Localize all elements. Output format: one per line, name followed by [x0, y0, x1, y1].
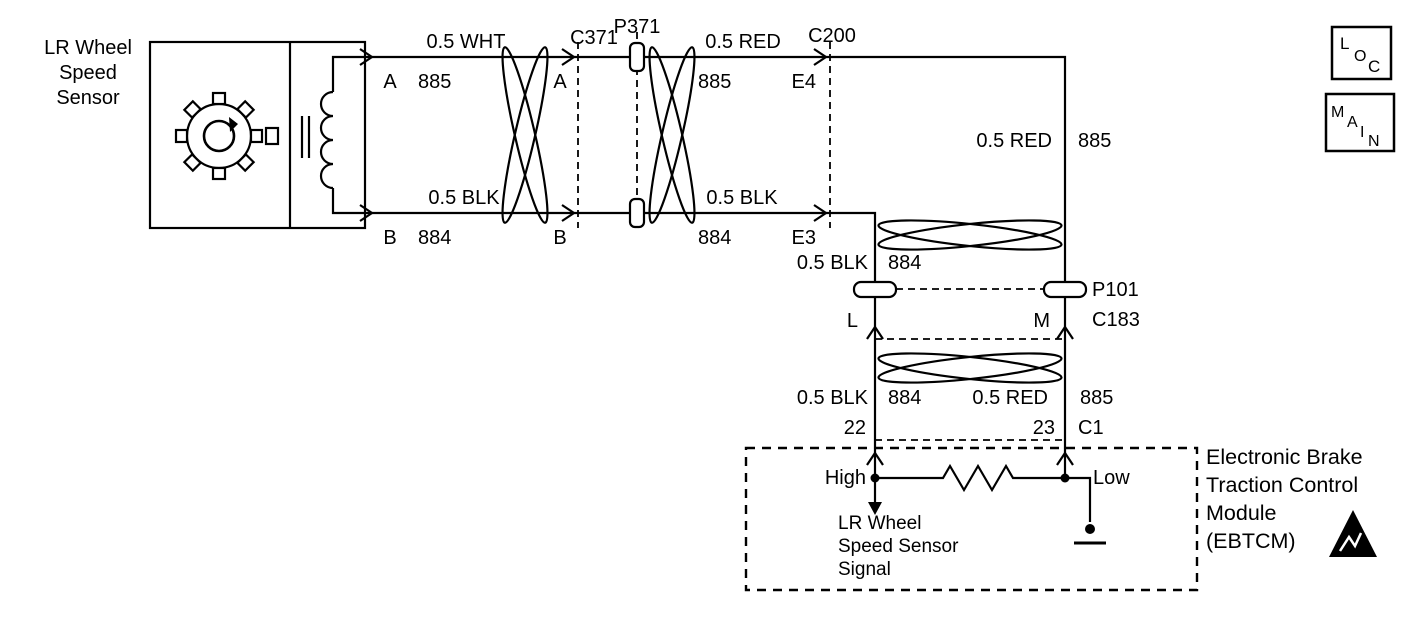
- twisted-pair-icon: [877, 219, 1063, 251]
- twisted-pair-icon: [501, 46, 549, 224]
- inline-connector-icon: [628, 41, 646, 73]
- terminal-label: 23: [1033, 417, 1055, 439]
- loc-letter: C: [1368, 57, 1380, 76]
- pin-label: L: [847, 310, 858, 332]
- main-letter: A: [1347, 114, 1358, 131]
- circuit-number-label: 885: [418, 71, 451, 93]
- module-label-line3: Module: [1206, 501, 1277, 525]
- module-label-line2: Traction Control: [1206, 473, 1358, 497]
- circuit-number-label: 885: [1080, 387, 1113, 409]
- inline-connector-icon: [1042, 280, 1088, 299]
- tone-ring-icon: [174, 91, 264, 181]
- coil-icon: [319, 55, 365, 215]
- pin-label: M: [1033, 310, 1050, 332]
- sensor-label-line3: Sensor: [56, 87, 120, 109]
- pin-label: B: [553, 227, 566, 249]
- wire-gauge-label: 0.5 RED: [972, 387, 1048, 409]
- main-letter: N: [1368, 133, 1380, 150]
- sensor-label-line1: LR Wheel: [44, 37, 132, 59]
- wire-gauge-label: 0.5 RED: [976, 130, 1052, 152]
- esd-warning-icon: [1329, 510, 1377, 557]
- circuit-number-label: 884: [888, 252, 921, 274]
- main-button[interactable]: M A I N: [1324, 92, 1396, 153]
- loc-letter: L: [1340, 34, 1349, 53]
- wiring-lines: [365, 55, 1067, 478]
- wire-gauge-label: 0.5 BLK: [428, 187, 500, 209]
- inline-connector-icon: [628, 197, 646, 229]
- signal-label-line3: Signal: [838, 559, 891, 580]
- wire-885-red-wht: [365, 55, 1067, 478]
- connector-label-p101: P101: [1092, 279, 1139, 301]
- connector-label-c371: C371: [570, 27, 618, 49]
- connector-label-c200: C200: [808, 25, 856, 47]
- loc-button[interactable]: L O C: [1330, 25, 1393, 81]
- wire-gauge-label: 0.5 BLK: [797, 387, 869, 409]
- circuit-number-label: 884: [698, 227, 731, 249]
- terminal-label: 22: [844, 417, 866, 439]
- pin-label: E3: [792, 227, 816, 249]
- sensor-pickup-icon: [264, 126, 280, 146]
- connector-label-c1: C1: [1078, 417, 1104, 439]
- signal-label-line1: LR Wheel: [838, 513, 921, 534]
- circuit-number-label: 884: [888, 387, 921, 409]
- signal-label-line2: Speed Sensor: [838, 536, 959, 557]
- rotation-arrow-icon: [229, 117, 238, 132]
- loc-letter: O: [1354, 48, 1366, 65]
- twisted-pair-icon: [648, 46, 696, 224]
- ground-icon: [1074, 524, 1106, 545]
- main-letter: I: [1360, 124, 1364, 141]
- wheel-speed-sensor-symbol: [148, 40, 367, 230]
- pin-label: E4: [792, 71, 816, 93]
- module-label-line1: Electronic Brake: [1206, 445, 1363, 469]
- wire-884-blk: [365, 211, 877, 478]
- ebtcm-internal-circuit: [868, 463, 1106, 545]
- circuit-number-label: 884: [418, 227, 451, 249]
- wire-gauge-label: 0.5 RED: [705, 31, 781, 53]
- module-label-line4: (EBTCM): [1206, 529, 1296, 553]
- main-letter: M: [1331, 104, 1344, 121]
- resistor-icon: [875, 463, 1065, 493]
- wire-gauge-label: 0.5 BLK: [706, 187, 778, 209]
- pin-label: B: [383, 227, 396, 249]
- twisted-pair-icon: [877, 352, 1063, 384]
- circuit-number-label: 885: [698, 71, 731, 93]
- inline-connector-icon: [852, 280, 898, 299]
- wire-gauge-label: 0.5 WHT: [427, 31, 506, 53]
- circuit-number-label: 885: [1078, 130, 1111, 152]
- ebtcm-high-label: High: [825, 467, 866, 489]
- core-icon: [300, 116, 311, 158]
- pin-label: A: [383, 71, 397, 93]
- connector-label-p371: P371: [614, 16, 661, 38]
- terminal-arrow-icon: [359, 48, 1074, 466]
- signal-arrow-icon: [868, 502, 882, 515]
- sensor-label-line2: Speed: [59, 62, 117, 84]
- connector-label-c183: C183: [1092, 309, 1140, 331]
- wire-gauge-label: 0.5 BLK: [797, 252, 869, 274]
- ebtcm-boundary: [744, 446, 1199, 592]
- ebtcm-low-label: Low: [1093, 467, 1130, 489]
- pin-label: A: [553, 71, 567, 93]
